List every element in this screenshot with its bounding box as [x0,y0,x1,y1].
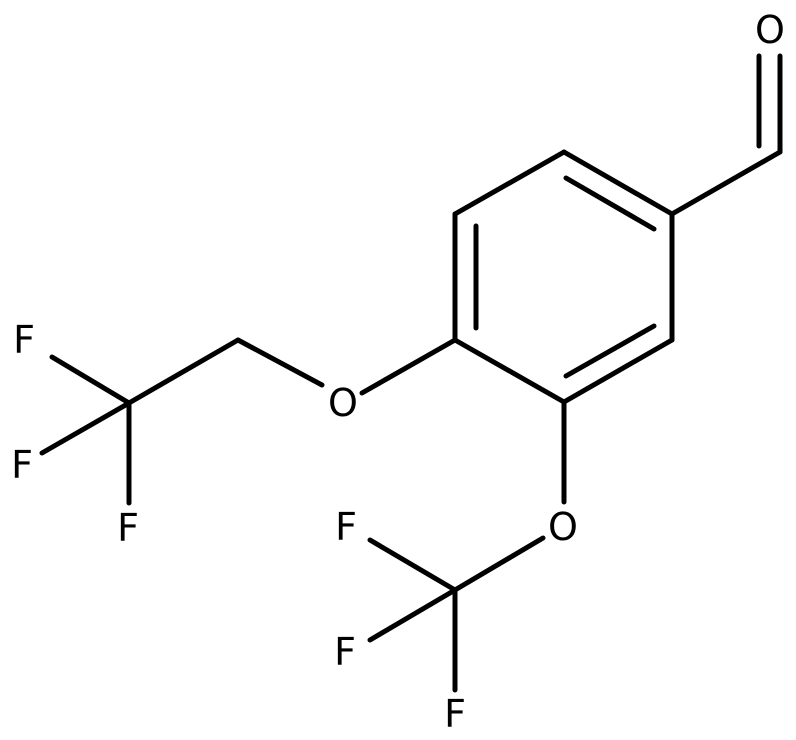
benzene-ring [452,149,675,405]
aldehyde-group: O [669,8,785,217]
bond-ch2-to-cf3 [126,337,241,406]
ether-oxygen-1-label: O [328,381,358,425]
bond-o1-to-ch2 [235,337,325,388]
bond-ring-c3-c4 [561,337,675,405]
bond-ring-c1-c2-inner [563,175,657,232]
trifluoromethoxy-group: O F F F [334,399,578,736]
bond-ring-c4-c5 [452,337,567,405]
fluorine-3-label: F [117,506,139,550]
fluorine-6-label: F [444,692,466,736]
bond-ring-c3-c4-inner [563,323,657,379]
fluorine-4-label: F [335,505,357,549]
ether-oxygen-2-label: O [548,505,578,549]
trifluoroethoxy-group: O F F F [11,318,458,550]
fluorine-5-label: F [334,630,356,674]
bond-o2-to-cf3 [452,535,546,593]
bond-ring-c6-c1 [452,149,567,217]
bond-ring-c1-c2 [561,149,675,217]
bond-ring-to-cho [669,149,783,217]
bond-ring-to-o1 [359,337,458,396]
bond-cf3-to-f1 [49,354,132,406]
bond-cf3b-to-f5 [367,587,458,643]
bond-cf3-to-f2 [39,400,132,456]
bond-cf3b-to-f4 [367,537,458,593]
fluorine-2-label: F [11,443,33,487]
fluorine-1-label: F [13,318,35,362]
aldehyde-oxygen-label: O [755,8,785,52]
